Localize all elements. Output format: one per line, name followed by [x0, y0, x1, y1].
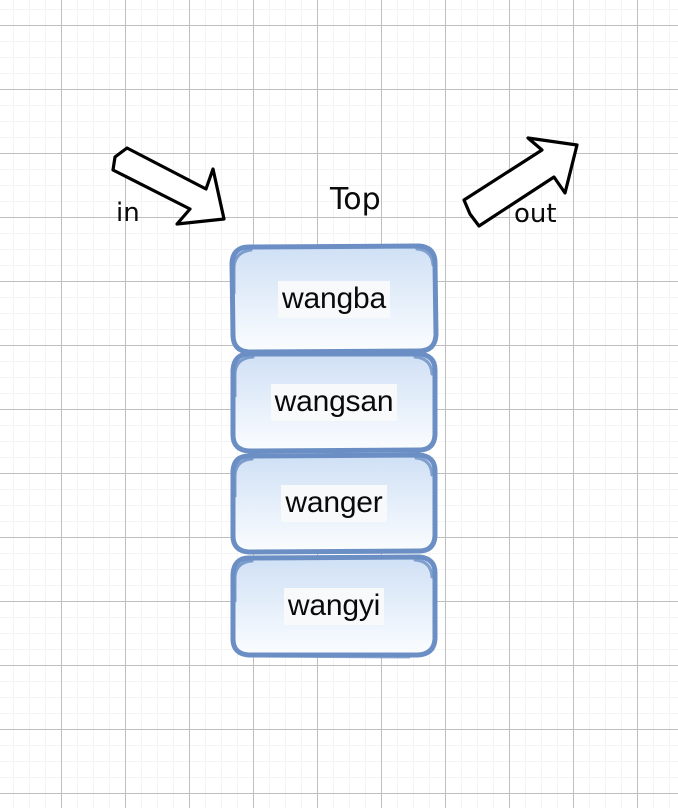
stack-item-3-label: wangyi: [283, 587, 385, 625]
stack-item-2[interactable]: wanger: [229, 452, 439, 555]
out-arrow-icon: [462, 136, 579, 228]
stack-item-0[interactable]: wangba: [229, 243, 439, 355]
stack-top-label: Top: [330, 182, 381, 217]
stack-item-2-label: wanger: [281, 485, 387, 522]
in-arrow-label: in: [116, 198, 140, 228]
stack-item-1-label: wangsan: [270, 383, 398, 421]
in-arrow-icon: [111, 146, 226, 226]
stack-item-0-label: wangba: [278, 280, 390, 318]
stack-item-3[interactable]: wangyi: [229, 553, 439, 659]
stack-item-1[interactable]: wangsan: [229, 350, 439, 454]
out-arrow-label: out: [514, 199, 557, 229]
